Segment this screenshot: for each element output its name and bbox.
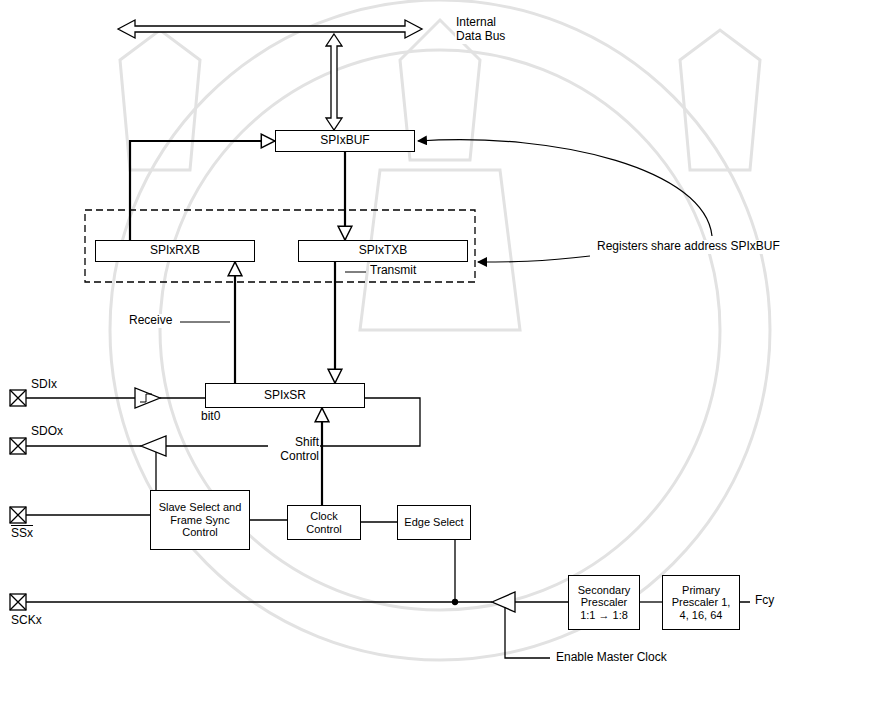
data-flow-arrow <box>344 152 346 240</box>
pin-box <box>10 438 26 454</box>
control-block: Clock Control <box>287 505 361 540</box>
prescaler-box: Secondary Prescaler 1:1 → 1:8 <box>568 575 640 630</box>
pin-name: SCKx <box>10 614 43 628</box>
callout-note: Registers share address SPIxBUF <box>596 240 828 254</box>
wire <box>26 514 150 515</box>
output-buffer <box>141 436 166 456</box>
watermark-seal <box>110 0 770 660</box>
callout-arrow <box>418 140 712 236</box>
prescaler-box: Primary Prescaler 1, 4, 16, 64 <box>662 575 740 630</box>
schmitt-buffer <box>135 388 160 408</box>
data-flow-arrow <box>334 262 336 383</box>
pin-cross <box>10 390 26 406</box>
callout-arrow <box>478 256 590 262</box>
pin-name: SDIx <box>30 378 58 392</box>
wire <box>155 452 156 490</box>
data-flow-arrow <box>130 141 275 240</box>
data-flow-arrow <box>321 408 323 505</box>
wire <box>26 397 205 398</box>
wire <box>505 607 550 658</box>
buffer-register: SPIxBUF <box>275 130 415 152</box>
signal-label: Receive <box>128 314 173 328</box>
pin-name: SSx <box>10 527 34 541</box>
bus-to-buffer-arrow <box>326 34 342 130</box>
connector-line <box>250 519 287 520</box>
pin-box <box>10 507 26 523</box>
signal-label: Enable Master Clock <box>555 651 668 665</box>
pin-cross <box>10 438 26 454</box>
box-label: SPIxBUF <box>320 134 369 148</box>
hysteresis-symbol <box>140 394 152 402</box>
pin-box <box>10 390 26 406</box>
pin-box <box>10 594 26 610</box>
seal-ring <box>110 0 770 660</box>
box-label: Slave Select and Frame Sync Control <box>155 501 245 539</box>
pin-cross <box>10 594 26 610</box>
box-label: Edge Select <box>404 516 463 529</box>
signal-label: Transmit <box>369 264 417 278</box>
box-label: SPIxTXB <box>359 244 408 258</box>
box-label: SPIxSR <box>264 389 306 403</box>
clock-source-label: Fcy <box>754 594 775 608</box>
receive-buffer: SPIxRXB <box>95 240 255 262</box>
data-bus-arrow <box>118 20 422 38</box>
connector-line <box>361 521 397 522</box>
wire <box>26 540 750 602</box>
box-label: SPIxRXB <box>150 244 200 258</box>
box-label: Secondary Prescaler 1:1 → 1:8 <box>573 584 635 622</box>
connector-line <box>640 601 662 602</box>
shift-register: SPIxSR <box>205 383 365 408</box>
shared-address-dashed-box <box>85 210 475 282</box>
pin-name: SDOx <box>30 425 64 439</box>
control-block: Edge Select <box>397 505 471 540</box>
leader-line <box>180 272 366 322</box>
bit-label: bit0 <box>200 410 221 424</box>
bus-label: Internal Data Bus <box>455 16 519 44</box>
signal-label: Shift Control <box>268 436 320 464</box>
transmit-buffer: SPIxTXB <box>298 240 468 262</box>
pin-cross <box>10 507 26 523</box>
box-label: Clock Control <box>292 510 356 535</box>
seal-emblem <box>120 30 760 170</box>
seal-emblem <box>360 20 520 330</box>
box-label: Primary Prescaler 1, 4, 16, 64 <box>667 584 735 622</box>
data-flow-arrow <box>234 262 236 383</box>
clock-buffer <box>492 592 515 612</box>
control-block: Slave Select and Frame Sync Control <box>150 490 250 550</box>
junction-dot <box>453 600 458 605</box>
